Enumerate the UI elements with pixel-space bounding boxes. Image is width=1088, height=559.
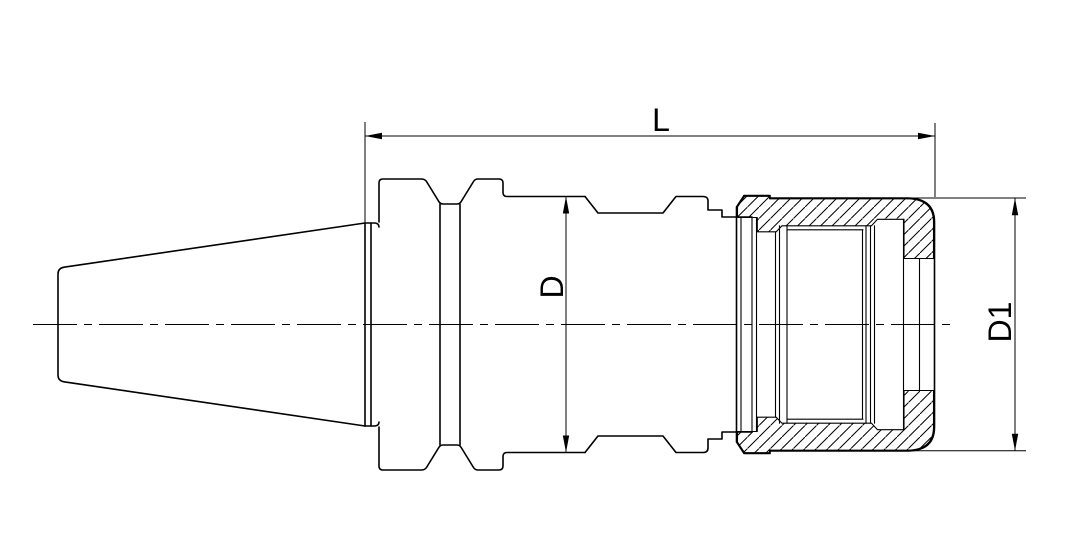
body-cylinder (584, 195, 753, 454)
dimension-L: L (364, 102, 936, 227)
dimension-D1: D1 (906, 197, 1026, 452)
nut-interior-lines (740, 216, 921, 433)
flange (378, 178, 586, 471)
dimension-D-label: D (534, 275, 570, 298)
taper-shank (57, 222, 380, 427)
dimension-D1-label: D1 (982, 302, 1018, 343)
dimension-L-label: L (652, 102, 670, 138)
dimension-D: D (534, 196, 570, 453)
collet-nut (735, 194, 936, 455)
